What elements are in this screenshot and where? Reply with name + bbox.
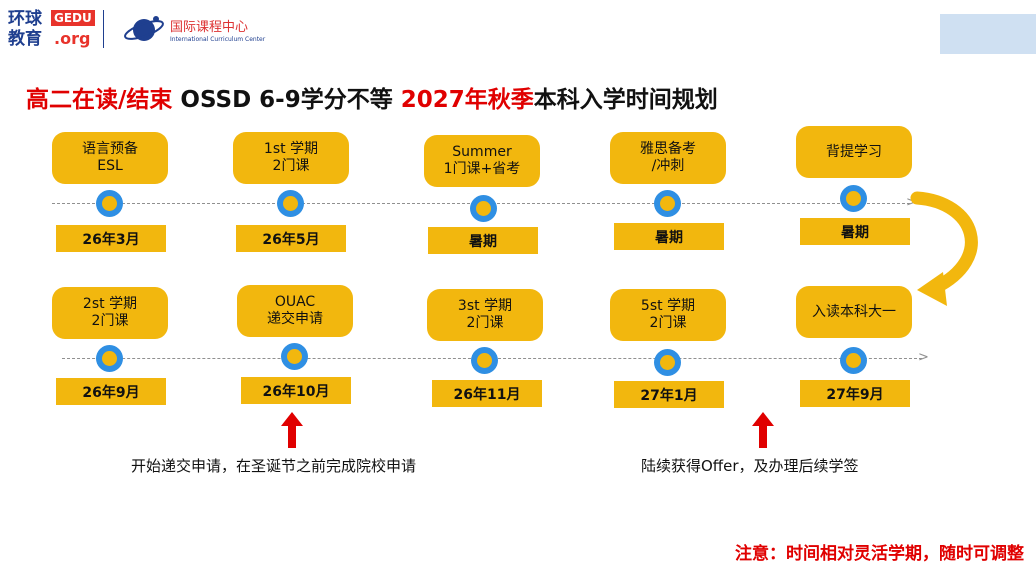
- red-up-arrow-icon: [752, 412, 774, 448]
- center-name: 国际课程中心: [170, 20, 249, 35]
- timeline-dot: [840, 185, 867, 212]
- stage-date: 26年5月: [236, 225, 346, 252]
- timeline-dot: [471, 347, 498, 374]
- corner-tab: [940, 14, 1036, 54]
- logo-text-line1: 环球: [8, 9, 42, 29]
- stage-date: 26年11月: [432, 380, 542, 407]
- timeline-row2-arrow-icon: >: [918, 350, 929, 365]
- title-part2: OSSD 6-9学分不等: [172, 87, 401, 113]
- footer-note: 注意：时间相对灵活学期，随时可调整: [735, 544, 1024, 564]
- timeline-dot: [281, 343, 308, 370]
- logo-org: .org: [54, 29, 91, 48]
- logo-text-line2: 教育: [8, 29, 42, 49]
- stage-date: 26年9月: [56, 378, 166, 405]
- timeline-dot: [840, 347, 867, 374]
- note-left: 开始递交申请，在圣诞节之前完成院校申请: [131, 457, 417, 475]
- center-logo: 国际课程中心 International Curriculum Center: [122, 10, 292, 50]
- logo-badge: GEDU: [51, 10, 95, 26]
- timeline-dot: [654, 190, 681, 217]
- center-name-en: International Curriculum Center: [170, 36, 266, 43]
- stage-box: 背提学习: [796, 126, 912, 178]
- page-title: 高二在读/结束 OSSD 6-9学分不等 2027年秋季本科入学时间规划: [26, 80, 718, 114]
- planet-icon: [124, 16, 164, 41]
- stage-date: 26年10月: [241, 377, 351, 404]
- timeline-dot: [654, 349, 681, 376]
- stage-date: 暑期: [428, 227, 538, 254]
- title-part3: 2027年秋季: [400, 87, 534, 113]
- gedu-logo: 环球 教育 GEDU .org: [8, 8, 95, 50]
- note-right: 陆续获得Offer，及办理后续学签: [641, 457, 859, 475]
- stage-box: 雅思备考/冲刺: [610, 132, 726, 184]
- stage-date: 27年9月: [800, 380, 910, 407]
- timeline-row1-arrow-icon: >: [906, 195, 917, 210]
- timeline-dot: [277, 190, 304, 217]
- timeline-dot: [470, 195, 497, 222]
- stage-box: 入读本科大一: [796, 286, 912, 338]
- stage-date: 27年1月: [614, 381, 724, 408]
- title-part1: 高二在读/结束: [26, 87, 173, 113]
- header-divider: [103, 10, 104, 48]
- curved-arrow-icon: [910, 191, 978, 306]
- timeline-dot: [96, 345, 123, 372]
- stage-date: 26年3月: [56, 225, 166, 252]
- title-part4: 本科入学时间规划: [533, 87, 718, 113]
- red-up-arrow-icon: [281, 412, 303, 448]
- timeline-dot: [96, 190, 123, 217]
- stage-date: 暑期: [800, 218, 910, 245]
- stage-date: 暑期: [614, 223, 724, 250]
